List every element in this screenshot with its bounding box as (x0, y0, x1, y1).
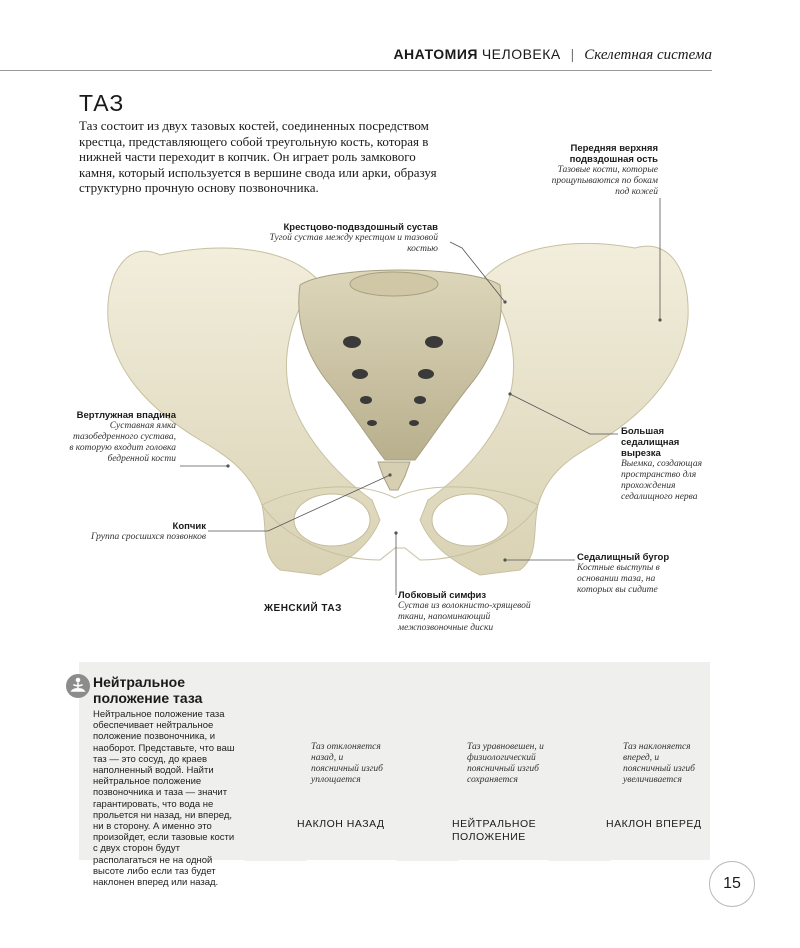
right-obturator-foramen (431, 493, 509, 547)
sacral-base (349, 271, 439, 297)
label-pubic-symphysis: Лобковый симфиз Сустав из волокнисто-хря… (398, 590, 531, 633)
intro-paragraph: Таз состоит из двух тазовых костей, соед… (79, 118, 437, 195)
posture-caption-forward: НАКЛОН ВПЕРЕД (606, 818, 702, 830)
pubic-arch (261, 486, 539, 561)
sacral-foramina (343, 336, 443, 426)
posture-note-neutral: Таз уравновешен, и физиологический поясн… (467, 742, 544, 785)
panel-title: Нейтральное положение таза (93, 674, 203, 706)
meditation-icon (66, 674, 90, 698)
header-part2: ЧЕЛОВЕКА (481, 46, 561, 62)
label-sacroiliac-joint: Крестцово-подвздошный сустав Тугой суста… (269, 222, 438, 254)
header-part1: АНАТОМИЯ (393, 46, 478, 62)
header-separator: | (570, 46, 575, 62)
neutral-pelvis-panel (79, 662, 710, 860)
posture-note-back: Таз отклоняется назад, и поясничный изги… (311, 742, 383, 785)
page-number: 15 (709, 861, 755, 907)
page-title: ТАЗ (79, 90, 125, 116)
label-ischial-tuberosity: Седалищный бугор Костные выступы в основ… (577, 552, 670, 595)
label-greater-sciatic-notch: Большая седалищная вырезка Выемка, созда… (621, 426, 703, 502)
sacrum (298, 269, 502, 461)
coccyx-shape (377, 461, 411, 491)
left-obturator-foramen (293, 493, 371, 547)
posture-note-forward: Таз наклоняется вперед, и поясничный изг… (623, 742, 695, 785)
panel-text: Нейтральное положение таза обеспечивает … (93, 709, 235, 889)
running-header: АНАТОМИЯ ЧЕЛОВЕКА | Скелетная система (393, 46, 712, 64)
label-asis: Передняя верхняя подвздошная ость Тазовы… (551, 143, 658, 197)
figure-caption: ЖЕНСКИЙ ТАЗ (264, 603, 342, 614)
label-acetabulum: Вертлужная впадина Суставная ямка тазобе… (69, 410, 176, 464)
posture-caption-neutral: НЕЙТРАЛЬНОЕ ПОЛОЖЕНИЕ (452, 818, 537, 843)
label-coccyx: Копчик Группа сросшихся позвонков (91, 521, 206, 542)
header-rule (0, 70, 712, 71)
posture-caption-back: НАКЛОН НАЗАД (297, 818, 385, 830)
header-section: Скелетная система (584, 47, 712, 63)
